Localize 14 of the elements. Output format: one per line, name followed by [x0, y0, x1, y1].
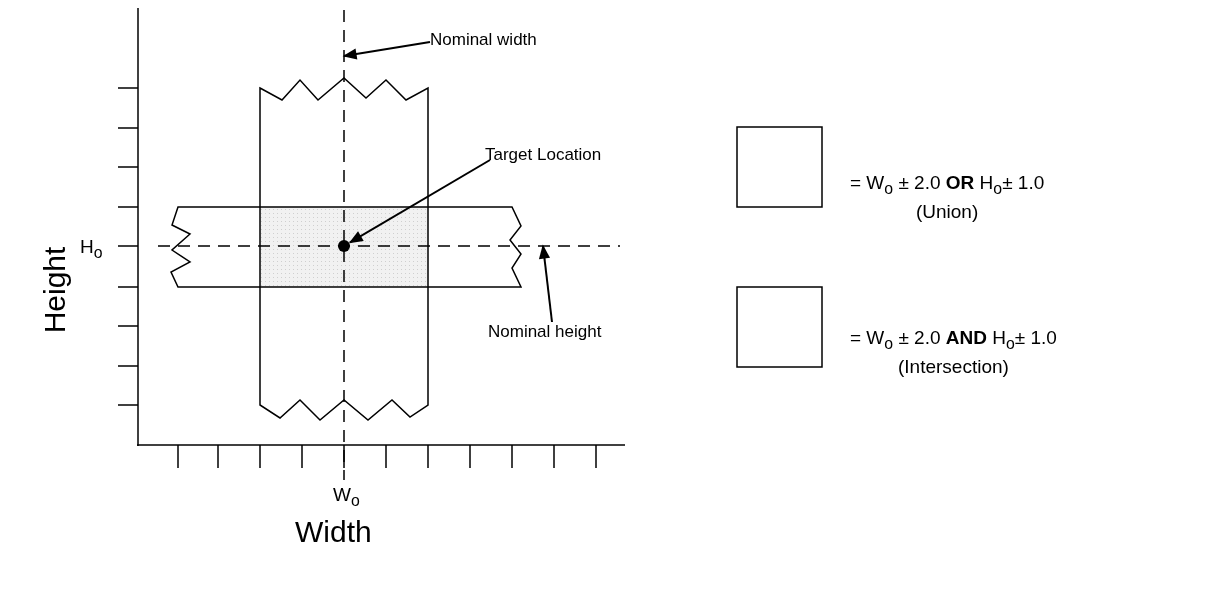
callout-label: Nominal width	[430, 30, 537, 50]
axis-tick-label: H$_{o}$	[80, 236, 103, 262]
axis-tick-label: W$_{o}$	[333, 484, 360, 510]
leader-arrow	[538, 244, 553, 323]
nominal-width-line	[343, 9, 345, 481]
legend-text: = W$_{o}$ ± 2.0 AND H$_{o}$± 1.0 (Intersection)	[850, 326, 1057, 380]
legend-text: = W$_{o}$ ± 2.0 OR H$_{o}$± 1.0 (Union)	[850, 171, 1045, 225]
leader-arrow	[348, 159, 491, 244]
nominal-height-line	[157, 245, 621, 247]
callout-label: Target Location	[485, 145, 602, 165]
axis-title: Height	[37, 246, 72, 334]
callout-label: Nominal height	[488, 322, 602, 342]
axis-title: Width	[295, 515, 372, 549]
leader-arrow	[342, 41, 431, 60]
